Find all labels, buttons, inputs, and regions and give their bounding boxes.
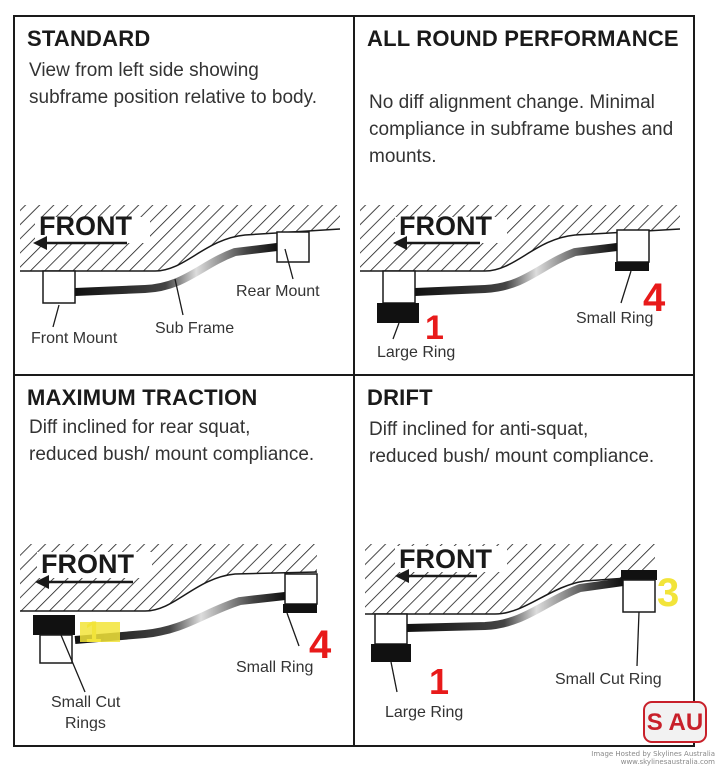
- label-small-cut-line2: Rings: [65, 715, 106, 731]
- marker-1: 1: [85, 616, 102, 649]
- label-sub-frame: Sub Frame: [155, 320, 234, 337]
- small-ring: [615, 262, 649, 271]
- front-mount: [374, 613, 408, 645]
- small-ring: [283, 604, 317, 613]
- credit-line-2: www.skylinesaustralia.com: [620, 758, 715, 766]
- front-label-bg: [35, 217, 150, 243]
- label-large-ring: Large Ring: [385, 704, 463, 721]
- body-outline: [20, 571, 318, 612]
- leader-rear-mount: [284, 248, 294, 280]
- leader-front-mount: [52, 304, 60, 328]
- panel-title: ALL ROUND PERFORMANCE: [367, 26, 679, 51]
- front-arrow-head: [33, 236, 47, 250]
- leader-large-ring: [390, 661, 398, 693]
- marker-4: 4: [643, 276, 666, 320]
- leader-sub-frame: [174, 278, 184, 316]
- label-front-mount: Front Mount: [31, 330, 118, 347]
- sub-frame: [406, 578, 624, 632]
- subframe-diagram: FRONT Small Cut Ring Large Ring 1 3: [365, 544, 679, 721]
- panel-description: Diff inclined for rear squat, reduced bu…: [29, 417, 315, 465]
- panel-description: No diff alignment change. Minimal compli…: [369, 92, 674, 167]
- sub-frame: [74, 592, 286, 644]
- leader-small-cut-rings: [60, 634, 86, 693]
- panel-title: STANDARD: [27, 26, 151, 51]
- rear-mount: [284, 573, 318, 605]
- body-outline: [360, 228, 681, 272]
- sub-frame: [74, 243, 278, 296]
- panel-drift: DRIFT Diff inclined for anti-squat, redu…: [355, 376, 693, 731]
- front-label: FRONT: [399, 544, 492, 574]
- small-cut-rings: [33, 615, 75, 635]
- sub-frame: [414, 243, 618, 296]
- logo-text: S AU: [647, 709, 703, 736]
- small-cut-ring: [621, 570, 657, 580]
- front-mount: [42, 270, 76, 304]
- front-label: FRONT: [399, 211, 492, 241]
- body-outline: [365, 575, 656, 615]
- panel-title: DRIFT: [367, 385, 433, 410]
- marker-4: 4: [309, 623, 332, 667]
- front-mount: [382, 270, 416, 304]
- front-label-bg: [37, 552, 152, 578]
- panel-max-traction: MAXIMUM TRACTION Diff inclined for rear …: [15, 376, 353, 731]
- marker-1: 1: [425, 309, 444, 347]
- subframe-diagram: FRONT Rear Mount Front Mount Sub Frame: [20, 205, 341, 347]
- panel-description: Diff inclined for anti-squat, reduced bu…: [369, 419, 655, 467]
- skylines-logo: S AU: [643, 701, 707, 743]
- label-large-ring: Large Ring: [377, 344, 455, 361]
- subframe-diagram: FRONT 1 Small Ring Small Cut Rings 4: [20, 544, 332, 731]
- credit-line-1: Image Hosted by Skylines Australia: [591, 750, 715, 758]
- panel-title: MAXIMUM TRACTION: [27, 385, 258, 410]
- front-label-bg: [395, 546, 507, 572]
- front-arrow-head: [393, 236, 407, 250]
- leader-small-ring: [286, 612, 300, 647]
- label-small-cut-line1: Small Cut: [51, 694, 121, 711]
- large-ring: [377, 303, 419, 323]
- panel-description: View from left side showing subframe pos…: [29, 60, 317, 108]
- subframe-diagram: FRONT Small Ring Large Ring 1 4: [360, 205, 681, 361]
- front-label-bg: [395, 217, 507, 243]
- leader-small-ring: [620, 270, 632, 304]
- image-credit: Image Hosted by Skylines Australia www.s…: [590, 750, 715, 766]
- leader-small-cut-ring: [636, 611, 640, 667]
- yellow-highlight: [80, 622, 120, 642]
- rear-mount: [616, 229, 650, 263]
- divider-vertical: [353, 15, 355, 747]
- front-arrow-head: [395, 569, 409, 583]
- logo-badge: [643, 701, 707, 743]
- rear-mount: [276, 231, 310, 263]
- label-small-ring: Small Ring: [576, 310, 653, 327]
- divider-horizontal: [13, 374, 695, 376]
- marker-1: 1: [429, 661, 449, 702]
- label-small-cut-ring: Small Cut Ring: [555, 671, 662, 688]
- front-label: FRONT: [41, 549, 134, 579]
- front-label: FRONT: [39, 211, 132, 241]
- leader-large-ring: [392, 322, 400, 340]
- large-ring: [371, 644, 411, 662]
- label-small-ring: Small Ring: [236, 659, 313, 676]
- rear-mount: [622, 579, 656, 613]
- panel-all-round: ALL ROUND PERFORMANCE No diff alignment …: [355, 17, 693, 372]
- body-outline: [20, 228, 341, 272]
- panel-standard: STANDARD View from left side showing sub…: [15, 17, 353, 372]
- front-arrow-head: [35, 575, 49, 589]
- marker-3: 3: [657, 571, 679, 615]
- label-rear-mount: Rear Mount: [236, 283, 320, 300]
